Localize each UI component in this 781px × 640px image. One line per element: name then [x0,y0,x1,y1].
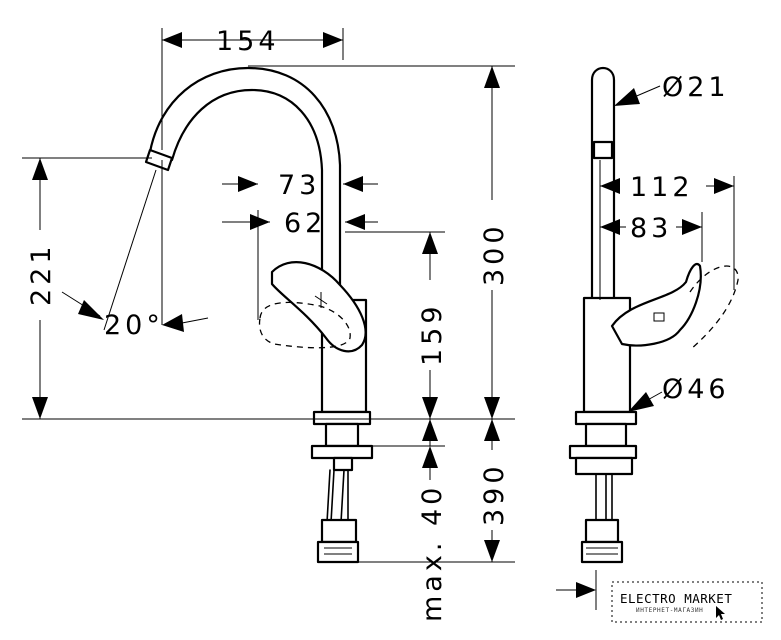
dimension-dia-46: Ø46 [628,374,730,412]
dimension-73: 73 [222,170,378,201]
dim-label-159: 159 [417,302,448,366]
dimension-max-40: max. 40 [417,419,448,622]
dimension-221: 221 [26,158,57,419]
side-extension-lines [595,160,735,610]
dimension-154: 154 [162,26,343,57]
dim-label-dia-21: Ø21 [662,72,730,103]
dimension-dia-21: Ø21 [614,72,730,106]
logo-name: ELECTRO MARKET [620,591,732,606]
mount-nut [310,444,374,460]
lever-handle [270,261,367,353]
dim-label-83: 83 [630,213,672,244]
front-view [144,66,374,564]
dim-label-20deg: 20° [104,310,164,341]
dim-label-221: 221 [26,242,57,306]
dimension-300: 300 [479,66,510,419]
dim-label-73: 73 [278,170,320,201]
dimension-83: 83 [600,213,702,244]
side-view [568,66,739,564]
dimension-62: 62 [222,208,378,239]
side-lever-alt [689,265,739,351]
base-shank [324,422,360,448]
dimension-112: 112 [600,172,734,203]
dimension-159: 159 [417,232,448,419]
dim-label-390: 390 [479,462,510,526]
extension-lines [22,28,515,563]
dim-label-154: 154 [216,26,280,57]
electro-market-logo: ELECTRO MARKET ИНТЕРНЕТ-МАГАЗИН [611,581,763,623]
dim-label-max-40: max. 40 [417,484,448,622]
dim-label-112: 112 [630,172,694,203]
side-lever [610,262,702,347]
cursor-icon [716,606,725,620]
dimension-angle-20: 20° [61,291,209,341]
hose-fitting [316,540,360,564]
dim-label-62: 62 [284,208,326,239]
bottom-thread-arrow [556,582,596,598]
side-aerator [592,140,614,160]
base-ring [312,410,372,426]
dimension-390: 390 [479,419,510,562]
logo-tagline: ИНТЕРНЕТ-МАГАЗИН [636,607,703,614]
side-spout [590,66,616,302]
dim-label-300: 300 [479,222,510,286]
lever-alt-position [258,301,351,349]
dim-label-dia-46: Ø46 [662,374,730,405]
